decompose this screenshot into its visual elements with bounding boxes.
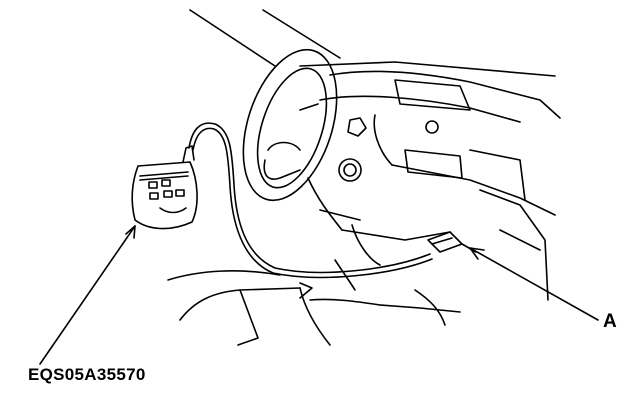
steering-column: [307, 177, 451, 266]
windshield-pillar: [189, 9, 556, 77]
dashboard: [319, 70, 561, 301]
figure-code: EQS05A35570: [28, 365, 146, 384]
callout-label-a: A: [603, 311, 617, 332]
driver-seat: [167, 259, 461, 346]
scan-tool: [131, 145, 198, 230]
steering-wheel: [242, 48, 338, 202]
ignition-switch: [338, 117, 367, 182]
leader-line-a: [469, 247, 599, 321]
diagnostic-cable: [188, 122, 433, 279]
leader-line-scan-tool: [39, 225, 136, 365]
